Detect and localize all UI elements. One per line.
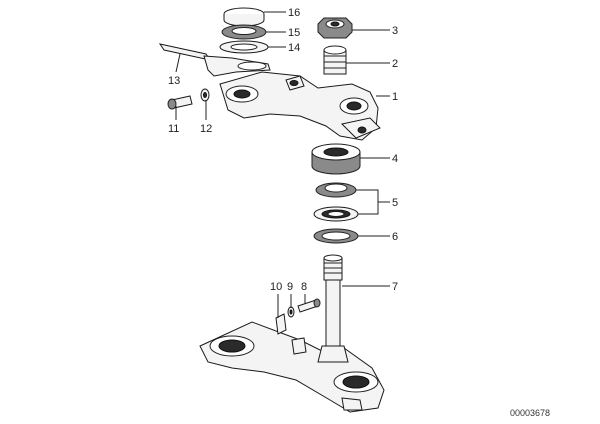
part-washer-12 [200, 88, 210, 102]
part-cap-16 [223, 7, 265, 27]
callout-6: 6 [392, 231, 398, 243]
part-sleeve-2 [323, 45, 347, 75]
callout-labels: 16 15 14 13 3 2 1 11 12 4 5 6 7 10 9 8 [168, 7, 398, 293]
callout-3: 3 [392, 25, 398, 37]
part-bearing-5 [313, 182, 359, 222]
part-ring-15 [221, 24, 267, 40]
document-number: 00003678 [510, 408, 550, 418]
callout-4: 4 [392, 153, 398, 165]
callout-7: 7 [392, 281, 398, 293]
callout-9: 9 [287, 281, 293, 293]
part-clip-10 [275, 313, 287, 335]
callout-5: 5 [392, 197, 398, 209]
part-adjusting-nut-4 [311, 143, 361, 175]
lower-fork-bridge [199, 321, 385, 413]
callout-15: 15 [288, 27, 300, 39]
callout-10: 10 [270, 281, 282, 293]
callout-12: 12 [200, 123, 212, 135]
callout-2: 2 [392, 58, 398, 70]
callout-1: 1 [392, 91, 398, 103]
callout-16: 16 [288, 7, 300, 19]
part-upper-bridge-1 [219, 71, 381, 141]
part-nut-3 [317, 17, 353, 39]
part-washer-14 [219, 40, 269, 54]
leader-lines [175, 11, 390, 318]
callout-11: 11 [168, 123, 179, 135]
part-bolt-8 [297, 298, 321, 313]
callout-14: 14 [288, 42, 300, 54]
part-washer-9 [287, 306, 295, 318]
part-bolt-11 [167, 95, 193, 110]
callout-13: 13 [168, 75, 180, 87]
part-seal-6 [313, 228, 359, 244]
callout-8: 8 [301, 281, 307, 293]
part-stem-7 [323, 254, 343, 347]
part-lever-13 [158, 43, 271, 77]
